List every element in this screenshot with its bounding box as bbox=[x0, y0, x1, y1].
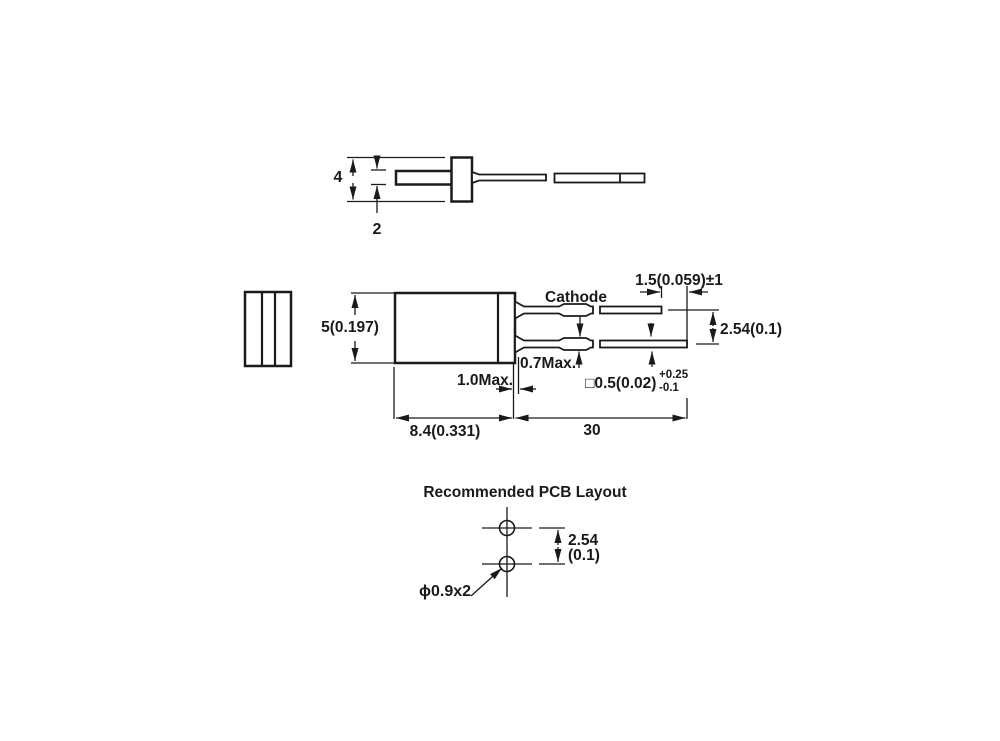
top-view: 4 2 bbox=[334, 155, 646, 238]
top-view-dim-overall: 4 bbox=[334, 156, 445, 203]
top-view-dim-tab: 2 bbox=[371, 155, 386, 238]
dim-body-length-label: 8.4(0.331) bbox=[410, 423, 481, 440]
pcb-hole-spec: ϕ0.9x2 bbox=[419, 567, 503, 600]
dim-crimp-label: 0.7Max. bbox=[520, 355, 576, 372]
dim-body-height: 5(0.197) bbox=[321, 292, 394, 364]
pcb-layout: Recommended PCB Layout 2.54 (0.1) ϕ0.9x2 bbox=[419, 484, 627, 600]
dim-lead-tip-label: 1.5(0.059)±1 bbox=[635, 272, 723, 289]
cathode-label: Cathode bbox=[545, 289, 607, 306]
dim-standoff: 1.0Max. bbox=[457, 357, 536, 419]
cathode-lead bbox=[514, 299, 663, 321]
top-view-tab bbox=[394, 169, 456, 186]
anode-lead-segment-1 bbox=[514, 333, 594, 355]
dim-tab-thickness-label: 2 bbox=[373, 221, 382, 238]
top-view-lead bbox=[471, 170, 646, 185]
pcb-dim-pitch-mm: 2.54 bbox=[568, 532, 599, 549]
pcb-layout-title: Recommended PCB Layout bbox=[423, 484, 626, 501]
dim-lead-section: □0.5(0.02) +0.25 -0.1 bbox=[585, 323, 689, 394]
dim-body-length: 8.4(0.331) bbox=[393, 367, 512, 440]
package-body bbox=[393, 291, 517, 365]
top-view-body bbox=[450, 156, 474, 203]
dim-lead-section-tol-minus: -0.1 bbox=[659, 382, 679, 394]
dim-lead-length: 30 bbox=[515, 414, 686, 439]
cathode-lead-segment-2 bbox=[599, 305, 663, 315]
top-view-lead-segment-2 bbox=[553, 172, 646, 184]
dim-body-height-label: 5(0.197) bbox=[321, 319, 379, 336]
anode-lead bbox=[514, 333, 688, 355]
side-view: Cathode 5(0.197) 1.5(0.059)±1 2.54(0.1) bbox=[321, 272, 782, 440]
dim-lead-length-label: 30 bbox=[583, 422, 600, 439]
front-view bbox=[243, 290, 293, 368]
pcb-hole-bottom bbox=[498, 555, 516, 573]
cathode-lead-segment-1 bbox=[514, 299, 594, 321]
pcb-crosshairs bbox=[482, 507, 532, 597]
dim-lead-section-label: □0.5(0.02) bbox=[585, 375, 656, 392]
dim-lead-tip: 1.5(0.059)±1 bbox=[635, 272, 723, 419]
pcb-dim-pitch: 2.54 (0.1) bbox=[539, 527, 600, 565]
anode-lead-segment-2 bbox=[599, 339, 688, 349]
side-view-body bbox=[393, 291, 517, 365]
pcb-hole-top bbox=[498, 519, 516, 537]
top-view-package bbox=[394, 156, 474, 203]
dim-overall-height-label: 4 bbox=[334, 169, 343, 186]
dim-lead-section-tol-plus: +0.25 bbox=[659, 369, 689, 381]
dim-crimp: 0.7Max. bbox=[520, 317, 584, 372]
dim-lead-pitch: 2.54(0.1) bbox=[668, 309, 782, 345]
front-view-outline bbox=[243, 290, 293, 368]
dim-lead-pitch-label: 2.54(0.1) bbox=[720, 321, 782, 338]
dim-standoff-label: 1.0Max. bbox=[457, 372, 513, 389]
top-view-lead-segment-1 bbox=[471, 170, 547, 185]
pcb-hole-spec-label: ϕ0.9x2 bbox=[419, 583, 471, 600]
pcb-dim-pitch-inch: (0.1) bbox=[568, 547, 600, 564]
